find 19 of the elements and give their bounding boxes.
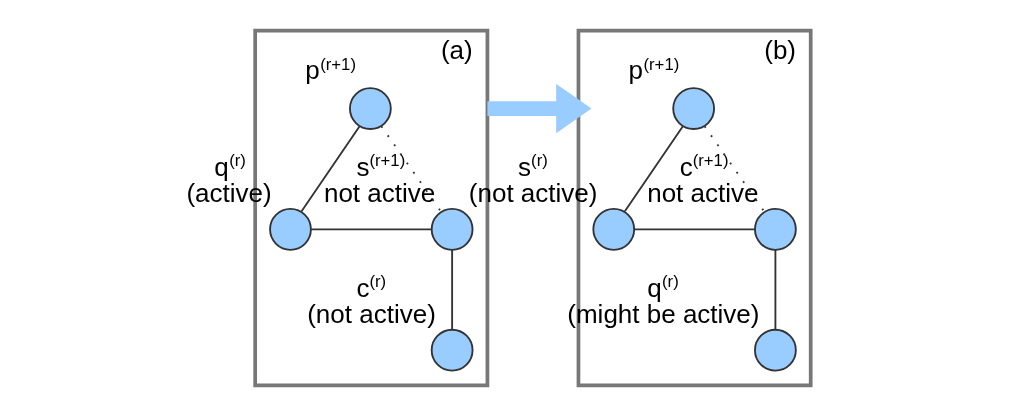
- connector: [774, 249, 777, 331]
- node-circle: [349, 87, 392, 130]
- node-circle: [754, 328, 797, 372]
- node-label: p$^{(r+1)}$: [305, 54, 356, 86]
- connector: [300, 125, 361, 213]
- connector: [703, 125, 766, 213]
- node-circle: [592, 208, 636, 251]
- connector: [310, 228, 433, 231]
- connector: [380, 125, 443, 213]
- node-circle: [672, 87, 715, 130]
- node-label: p$^{(r+1)}$: [628, 54, 680, 86]
- node-circle: [430, 208, 474, 251]
- connector: [623, 125, 684, 213]
- node-circle: [269, 208, 312, 251]
- connector: [451, 249, 454, 331]
- node-circle: [430, 328, 474, 372]
- arrow: [487, 83, 592, 134]
- connector: [633, 228, 756, 231]
- node-circle: [754, 208, 797, 251]
